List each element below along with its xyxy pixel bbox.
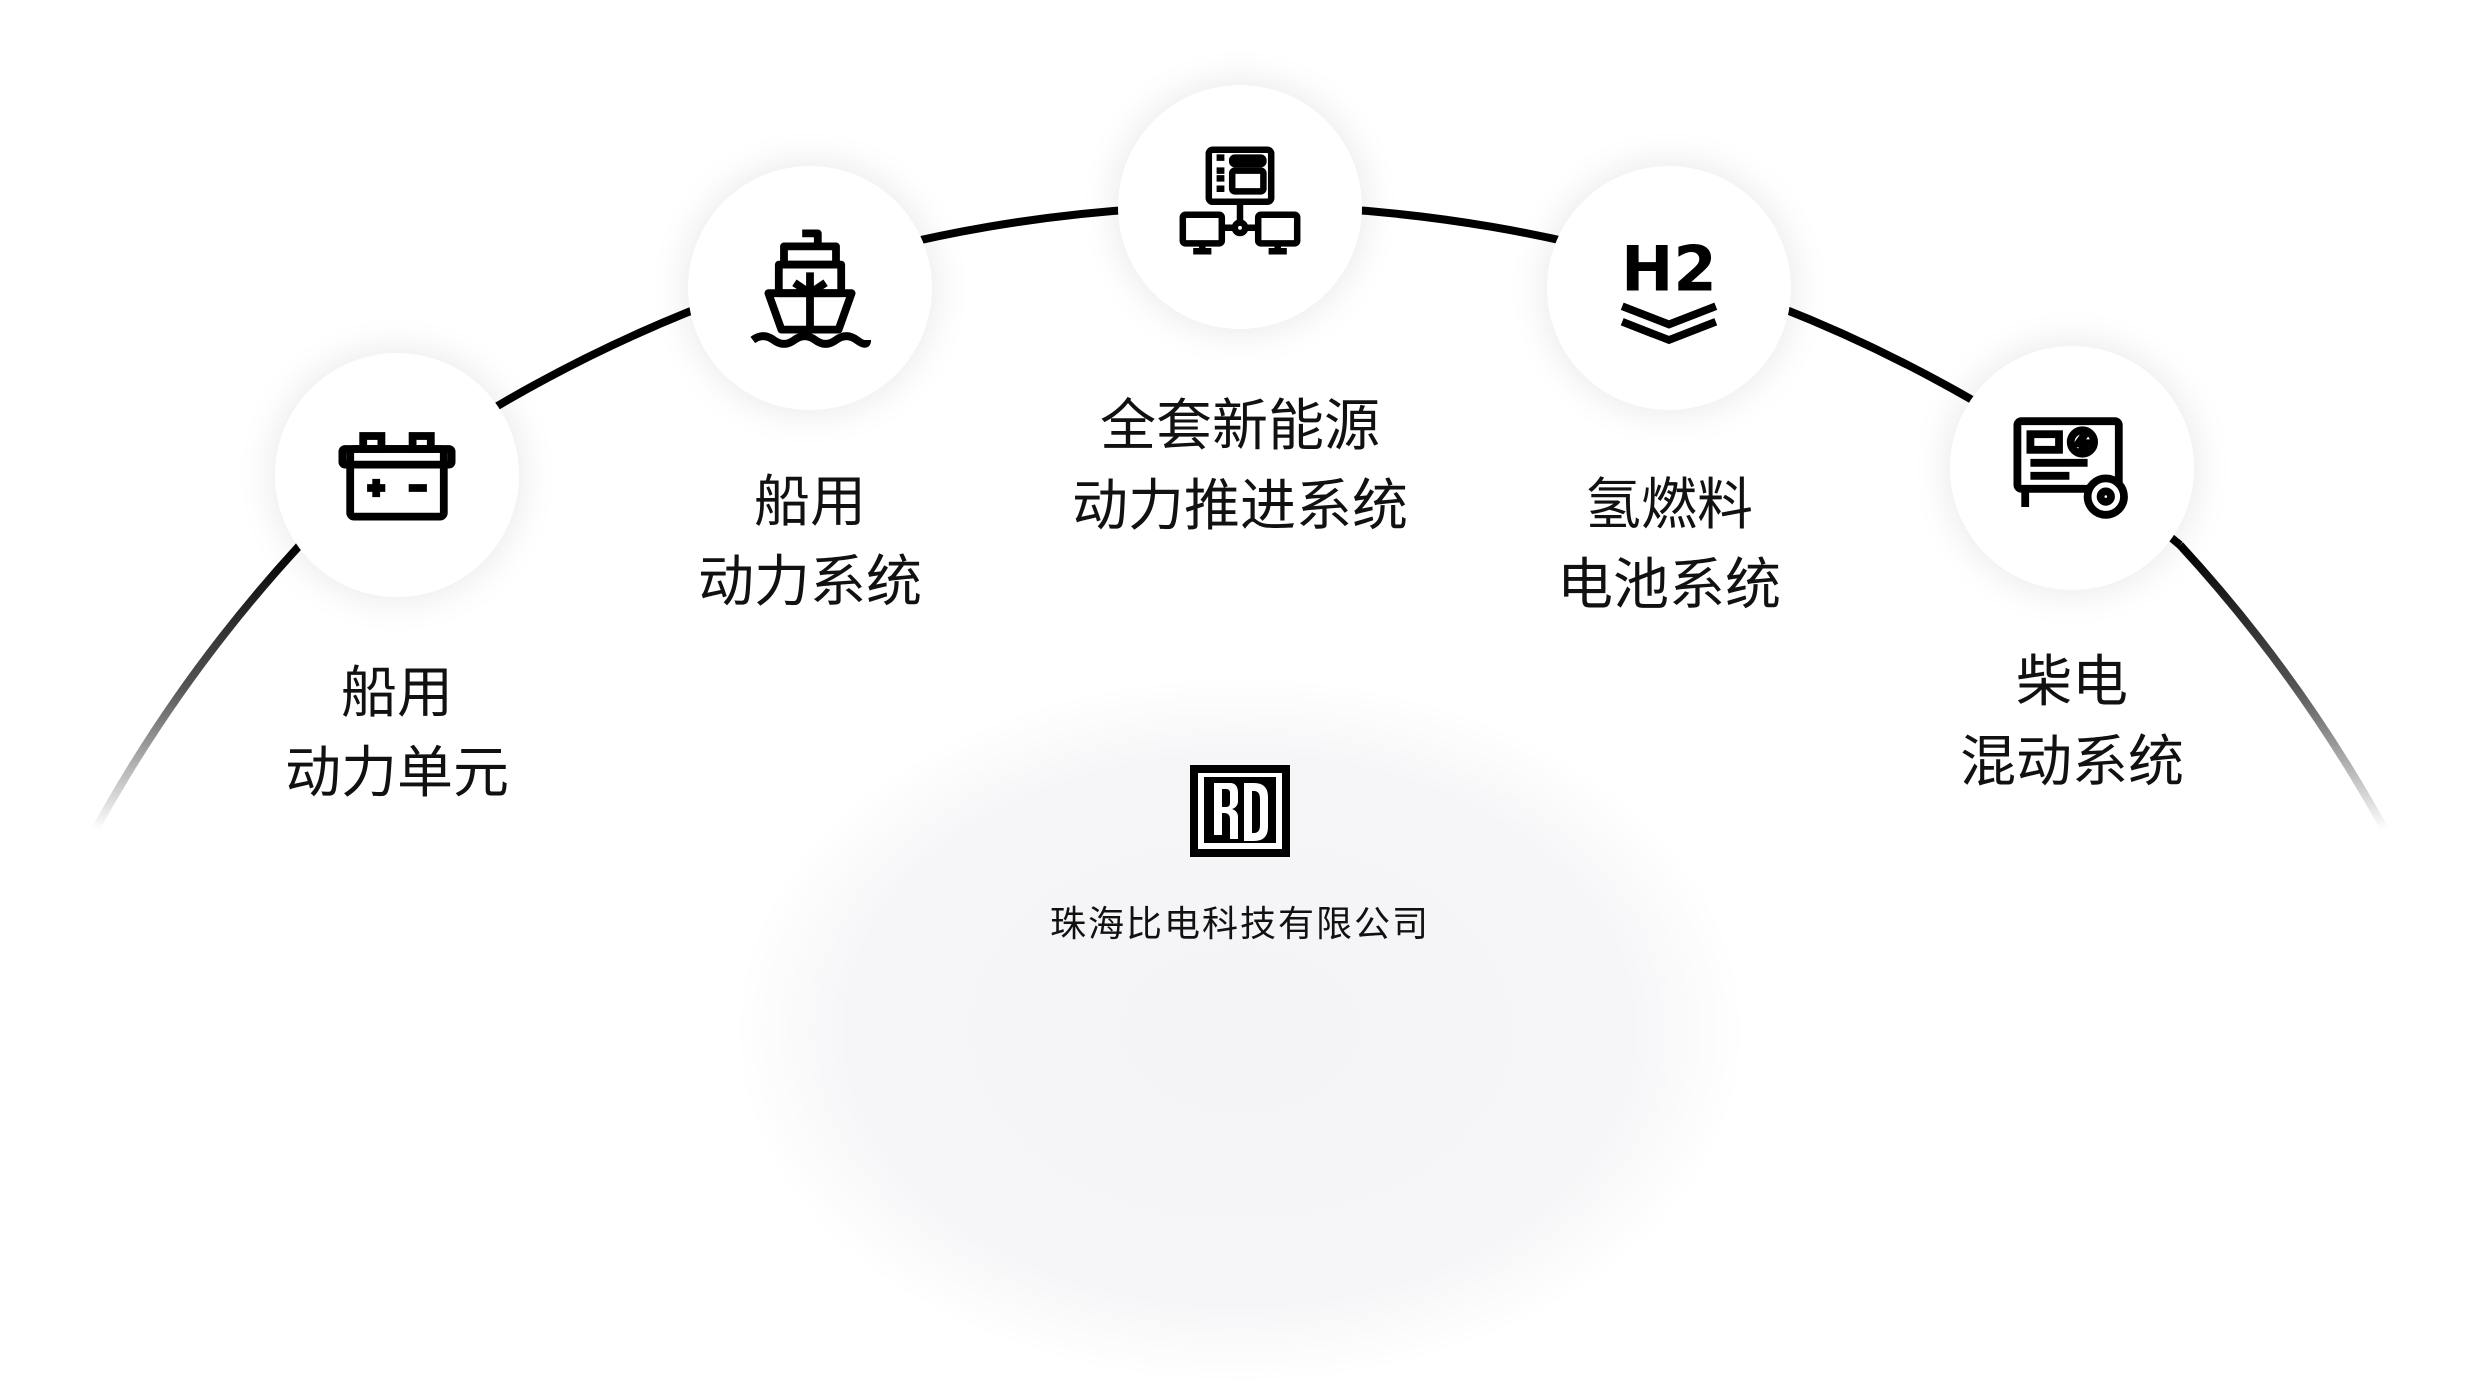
hydrogen-icon: H2 [1620, 233, 1718, 345]
generator-icon [2013, 417, 2128, 519]
label-line: 柴电 [2016, 650, 2128, 715]
label-line: 电池系统 [1557, 553, 1781, 618]
node-ship [688, 166, 932, 410]
company-name: 珠海比电科技有限公司 [1049, 904, 1431, 945]
node-generator [1950, 346, 2194, 590]
label-line: 动力单元 [285, 741, 509, 806]
label-network: 全套新能源 动力推进系统 [1072, 387, 1408, 547]
label-ship: 船用 动力系统 [698, 463, 922, 623]
label-line: 船用 [341, 661, 453, 726]
label-hydrogen: 氢燃料 电池系统 [1557, 466, 1781, 626]
company-logo [1190, 765, 1290, 857]
label-line: 混动系统 [1960, 730, 2184, 795]
label-line: 动力系统 [698, 550, 922, 615]
label-generator: 柴电 混动系统 [1960, 643, 2184, 803]
label-line: 氢燃料 [1585, 473, 1753, 538]
label-line: 全套新能源 [1100, 394, 1380, 459]
node-network [1118, 85, 1362, 329]
node-battery [275, 353, 519, 597]
label-line: 动力推进系统 [1072, 474, 1408, 539]
label-battery: 船用 动力单元 [285, 654, 509, 814]
ship-icon [750, 229, 872, 348]
h2-text: H2 [1621, 233, 1717, 306]
battery-icon [338, 432, 456, 521]
label-line: 船用 [754, 470, 866, 535]
node-hydrogen: H2 [1547, 166, 1791, 410]
network-control-icon [1179, 146, 1301, 255]
